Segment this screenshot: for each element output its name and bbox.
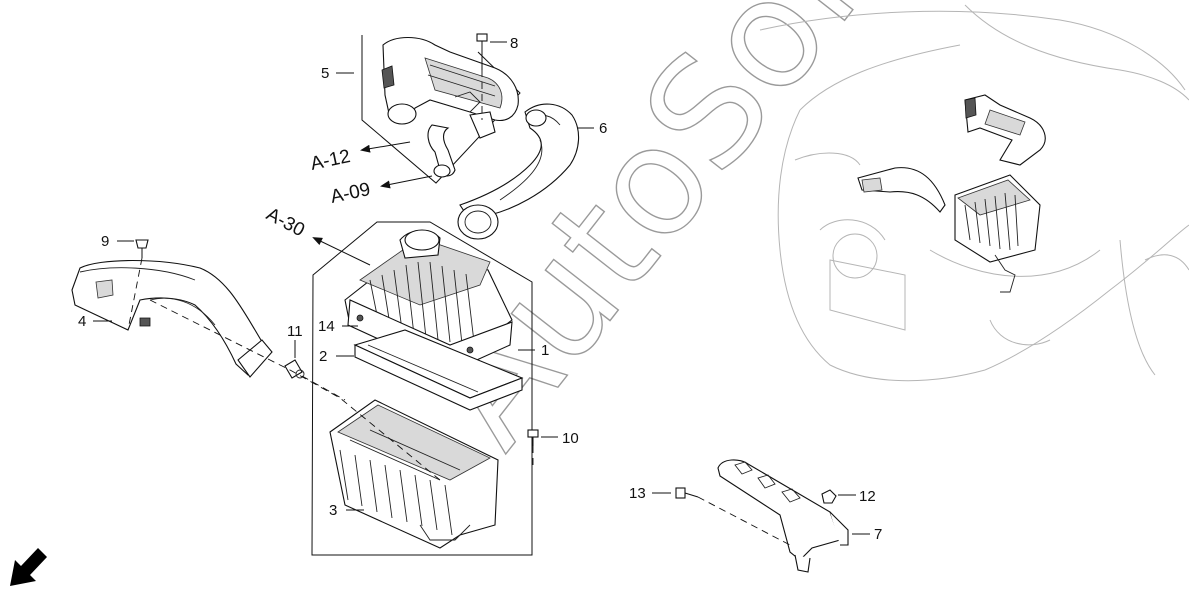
callout-9-number: 9: [101, 233, 109, 250]
resonator-body: [381, 36, 519, 139]
resonator-group: [361, 35, 521, 184]
ref-a30-label: A-30: [263, 204, 308, 241]
orientation-arrow-icon: [10, 548, 47, 586]
callout-5-number: 5: [321, 65, 329, 82]
group-bracket: [311, 221, 533, 556]
ref-a09: A-09: [329, 175, 433, 208]
ref-a12: A-12: [309, 141, 411, 175]
locator-resonator: [964, 94, 1046, 166]
bolt-8: [476, 33, 488, 70]
callout-12-number: 12: [859, 488, 876, 505]
callout-2: 2: [319, 348, 354, 365]
callout-10-number: 10: [562, 430, 579, 447]
air-cleaner-case: [329, 399, 499, 549]
clip-9: [135, 239, 149, 258]
callout-13-number: 13: [629, 485, 646, 502]
callout-3-number: 3: [329, 502, 337, 519]
air-filter-element: [353, 329, 524, 411]
callout-14-number: 14: [318, 318, 335, 335]
vehicle-locator: [759, 4, 1189, 382]
ref-a09-label: A-09: [329, 179, 373, 208]
callout-5: 5: [321, 65, 354, 82]
callout-13: 13: [629, 485, 671, 502]
callout-11: 11: [287, 323, 303, 358]
callout-6: 6: [578, 120, 607, 137]
fasteners: [135, 33, 837, 504]
callout-2-number: 2: [319, 348, 327, 365]
bolt-13: [675, 487, 699, 499]
ref-a30: A-30: [263, 204, 371, 266]
callout-1: 1: [518, 342, 549, 359]
callout-12: 12: [838, 488, 876, 505]
intake-hose: [457, 103, 580, 240]
callout-14: 14: [318, 318, 358, 335]
callout-8-number: 8: [510, 35, 518, 52]
ref-a12-label: A-12: [309, 146, 353, 175]
nut-12: [821, 489, 837, 504]
clamp-11: [284, 359, 305, 379]
bolt-10: [527, 429, 539, 446]
callout-11-number: 11: [287, 323, 303, 340]
locator-duct: [857, 167, 946, 213]
callout-4-number: 4: [78, 313, 86, 330]
callout-1-number: 1: [541, 342, 549, 359]
callout-4: 4: [78, 313, 112, 330]
breather-hose: [427, 124, 456, 178]
callout-7: 7: [852, 526, 882, 543]
callout-6-number: 6: [599, 120, 607, 137]
air-intake-duct: [71, 259, 273, 378]
callout-9: 9: [101, 233, 134, 250]
alignment-lines: [127, 70, 791, 546]
mounting-bracket: [717, 459, 849, 573]
air-cleaner-group: [311, 221, 533, 556]
callout-10: 10: [541, 430, 579, 447]
callouts: 1 2 3 4 5 6 7 8: [78, 35, 882, 543]
callout-8: 8: [490, 35, 518, 52]
locator-air-box: [954, 174, 1041, 293]
callout-7-number: 7: [874, 526, 882, 543]
callout-3: 3: [329, 502, 364, 519]
